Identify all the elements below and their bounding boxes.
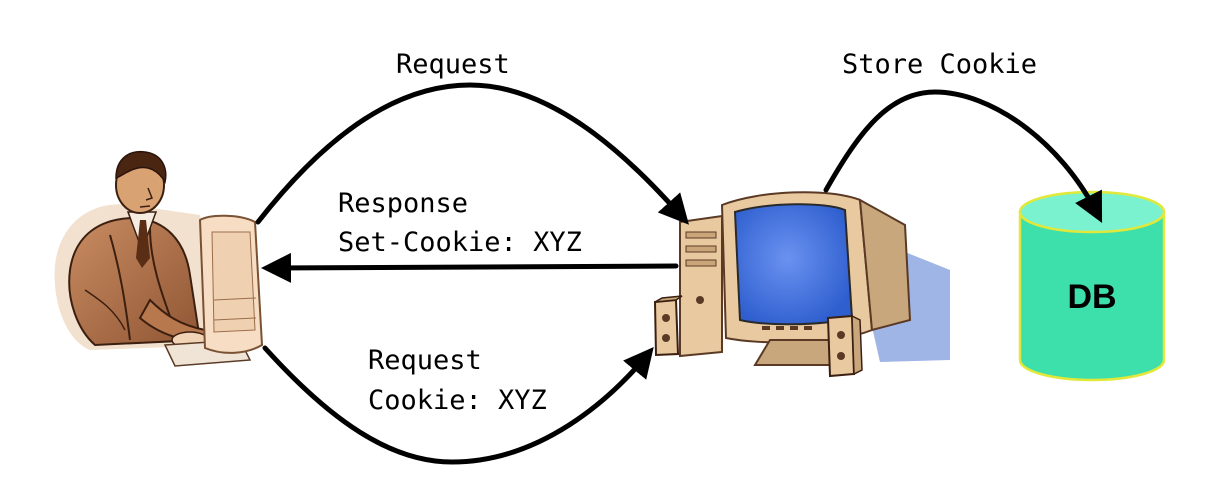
store-cookie-arrow [823,89,1103,224]
arrows [255,82,1103,465]
cookie-value-label: Cookie: XYZ [368,385,547,416]
database-cylinder-icon: DB [1018,190,1166,382]
request-cookie-label: Request [368,345,482,376]
response-label: Response [338,188,469,219]
desktop-computer-icon [653,191,950,378]
request-label: Request [396,49,510,80]
set-cookie-label: Set-Cookie: XYZ [338,227,582,258]
person-at-computer-icon [54,150,264,367]
request-cookie-arrow [262,345,654,465]
store-cookie-label: Store Cookie [842,49,1038,80]
response-arrow [261,252,679,283]
request-arrow [255,82,690,225]
db-label: DB [1067,278,1116,316]
